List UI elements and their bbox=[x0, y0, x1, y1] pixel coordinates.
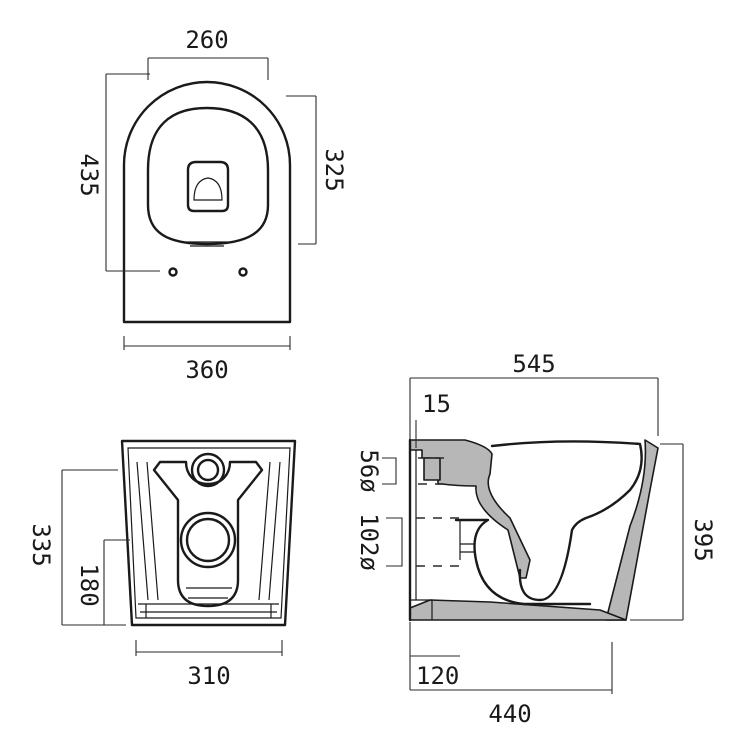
side-view-trap bbox=[454, 518, 592, 606]
dim-label-335: 335 bbox=[27, 523, 55, 566]
front-view-outlet-inner bbox=[185, 517, 231, 563]
dim-line-440 bbox=[410, 642, 613, 694]
dim-label-102: 102ø bbox=[355, 513, 383, 571]
top-view-outlet bbox=[186, 160, 230, 213]
front-view: 335 180 310 bbox=[27, 439, 297, 690]
dim-label-395: 395 bbox=[689, 518, 717, 561]
front-view-inlet-inner bbox=[196, 458, 220, 482]
dim-line-102 bbox=[386, 517, 403, 567]
dim-line-435 bbox=[105, 73, 160, 272]
dim-line-56 bbox=[382, 457, 397, 485]
top-view-outline bbox=[122, 80, 292, 324]
top-view-seat-hinge bbox=[186, 241, 228, 247]
dim-line-260 bbox=[147, 57, 269, 80]
dim-label-325: 325 bbox=[320, 148, 348, 191]
top-view-seat bbox=[146, 106, 270, 246]
dim-label-180: 180 bbox=[75, 563, 103, 606]
side-view-section-rim bbox=[605, 439, 659, 621]
dim-line-335 bbox=[61, 469, 126, 626]
dim-label-360: 360 bbox=[185, 356, 228, 384]
dim-label-440: 440 bbox=[488, 700, 531, 728]
front-view-rim-left bbox=[136, 461, 159, 601]
dim-line-325 bbox=[286, 95, 317, 245]
dim-line-120 bbox=[409, 622, 460, 690]
dim-label-310: 310 bbox=[187, 662, 230, 690]
front-view-rim-right bbox=[258, 461, 281, 601]
top-view-outlet-inner bbox=[193, 177, 223, 201]
front-view-outline bbox=[120, 439, 297, 627]
dim-label-545: 545 bbox=[512, 350, 555, 378]
front-view-inner-shell bbox=[127, 447, 291, 619]
front-view-outlet-outer bbox=[179, 511, 237, 569]
side-view-inlet-spigot bbox=[423, 457, 441, 481]
top-view: 260 435 325 360 bbox=[75, 26, 348, 384]
fixing-hole-right bbox=[238, 267, 248, 277]
dim-label-15: 15 bbox=[422, 390, 451, 418]
front-view-trap bbox=[152, 460, 264, 608]
front-view-base-lines bbox=[138, 603, 279, 618]
dim-label-260: 260 bbox=[185, 26, 228, 54]
side-view-inlet-dashes bbox=[418, 457, 448, 485]
dim-line-545 bbox=[409, 377, 659, 440]
side-view-wall-inner bbox=[410, 450, 433, 620]
dim-line-395 bbox=[630, 443, 684, 621]
front-view-inlet-outer bbox=[190, 452, 226, 488]
dim-line-180 bbox=[103, 539, 130, 625]
fixing-hole-left bbox=[168, 267, 178, 277]
front-view-trap-detail bbox=[186, 587, 232, 599]
side-view-bowl bbox=[490, 440, 643, 602]
dim-line-360 bbox=[123, 336, 291, 350]
side-view-trap-inner bbox=[459, 520, 476, 560]
dim-line-310 bbox=[135, 640, 283, 656]
dim-label-56: 56ø bbox=[355, 449, 383, 492]
side-view-outlet-dashes bbox=[416, 517, 464, 567]
side-view: 545 15 56ø 102ø 395 120 440 bbox=[355, 350, 717, 728]
dim-label-120: 120 bbox=[416, 662, 459, 690]
dim-label-435: 435 bbox=[75, 153, 103, 196]
